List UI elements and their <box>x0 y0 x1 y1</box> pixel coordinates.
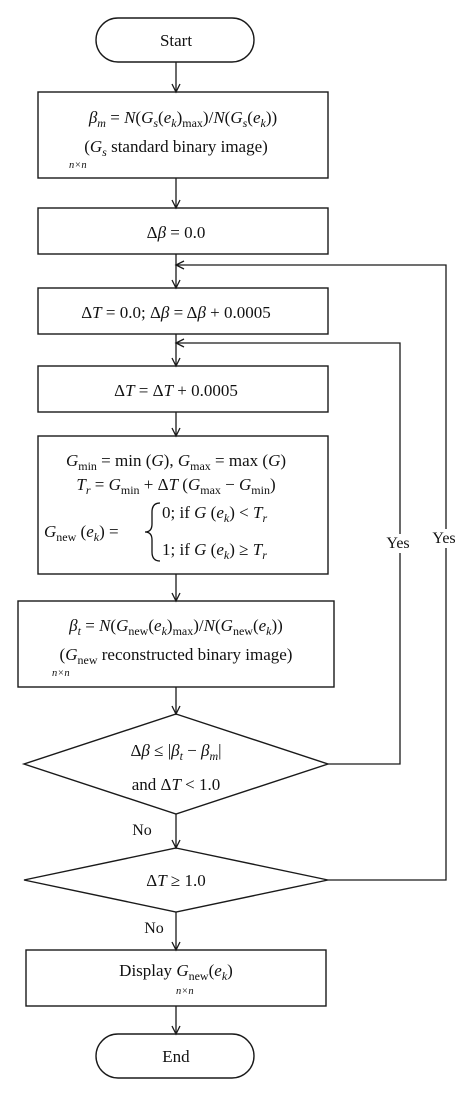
delta-t-reset-process <box>37 287 329 335</box>
beta-t-process <box>17 600 335 688</box>
no-label-2: No <box>144 920 164 937</box>
tr-formula-text: Tr = Gmin + ΔT (Gmax − Gmin) <box>76 475 275 497</box>
delta-beta-init-text: Δβ = 0.0 <box>147 223 206 242</box>
beta-m-formula: βm = N(Gs(ek)max)/N(Gs(ek)) <box>88 108 277 130</box>
end-label: End <box>162 1047 190 1066</box>
standard-image-note: (Gs standard binary image) <box>84 137 268 159</box>
nxn-subscript-3: n×n <box>176 986 194 997</box>
convergence-condition-line1: Δβ ≤ |βt − βm| <box>130 741 221 763</box>
case-zero-text: 0; if G (ek) < Tr <box>162 503 267 525</box>
start-terminal <box>95 17 255 63</box>
yes-label-outer: Yes <box>432 530 455 547</box>
delta-t-reset-text: ΔT = 0.0; Δβ = Δβ + 0.0005 <box>81 303 271 322</box>
convergence-condition-line2: and ΔT < 1.0 <box>132 775 221 794</box>
display-text: Display Gnew(ek) <box>119 961 233 983</box>
end-terminal <box>95 1033 255 1079</box>
yes-label-outer-backing <box>430 529 458 548</box>
gnew-definition-text: Gnew (ek) = <box>44 522 119 544</box>
case-one-text: 1; if G (ek) ≥ Tr <box>162 540 267 562</box>
delta-t-increment-process <box>37 365 329 413</box>
no-label-1: No <box>132 822 152 839</box>
convergence-decision <box>21 713 331 815</box>
yes-label-inner-backing <box>384 534 412 553</box>
beta-t-formula: βt = N(Gnew(ek)max)/N(Gnew(ek)) <box>68 616 283 638</box>
nxn-subscript-1: n×n <box>69 160 87 171</box>
beta-m-process <box>37 91 329 179</box>
yes-label-inner: Yes <box>386 535 409 552</box>
piecewise-brace <box>144 502 161 562</box>
delta-t-increment-text: ΔT = ΔT + 0.0005 <box>114 381 238 400</box>
reconstructed-image-note: (Gnew reconstructed binary image) <box>60 645 293 667</box>
start-label: Start <box>160 31 192 50</box>
gmin-gmax-text: Gmin = min (G), Gmax = max (G) <box>66 451 286 473</box>
limit-condition-text: ΔT ≥ 1.0 <box>146 871 206 890</box>
display-process <box>25 949 327 1007</box>
nxn-subscript-2: n×n <box>52 668 70 679</box>
delta-beta-init-process <box>37 207 329 255</box>
connectors <box>171 62 447 1036</box>
threshold-process <box>37 435 329 575</box>
